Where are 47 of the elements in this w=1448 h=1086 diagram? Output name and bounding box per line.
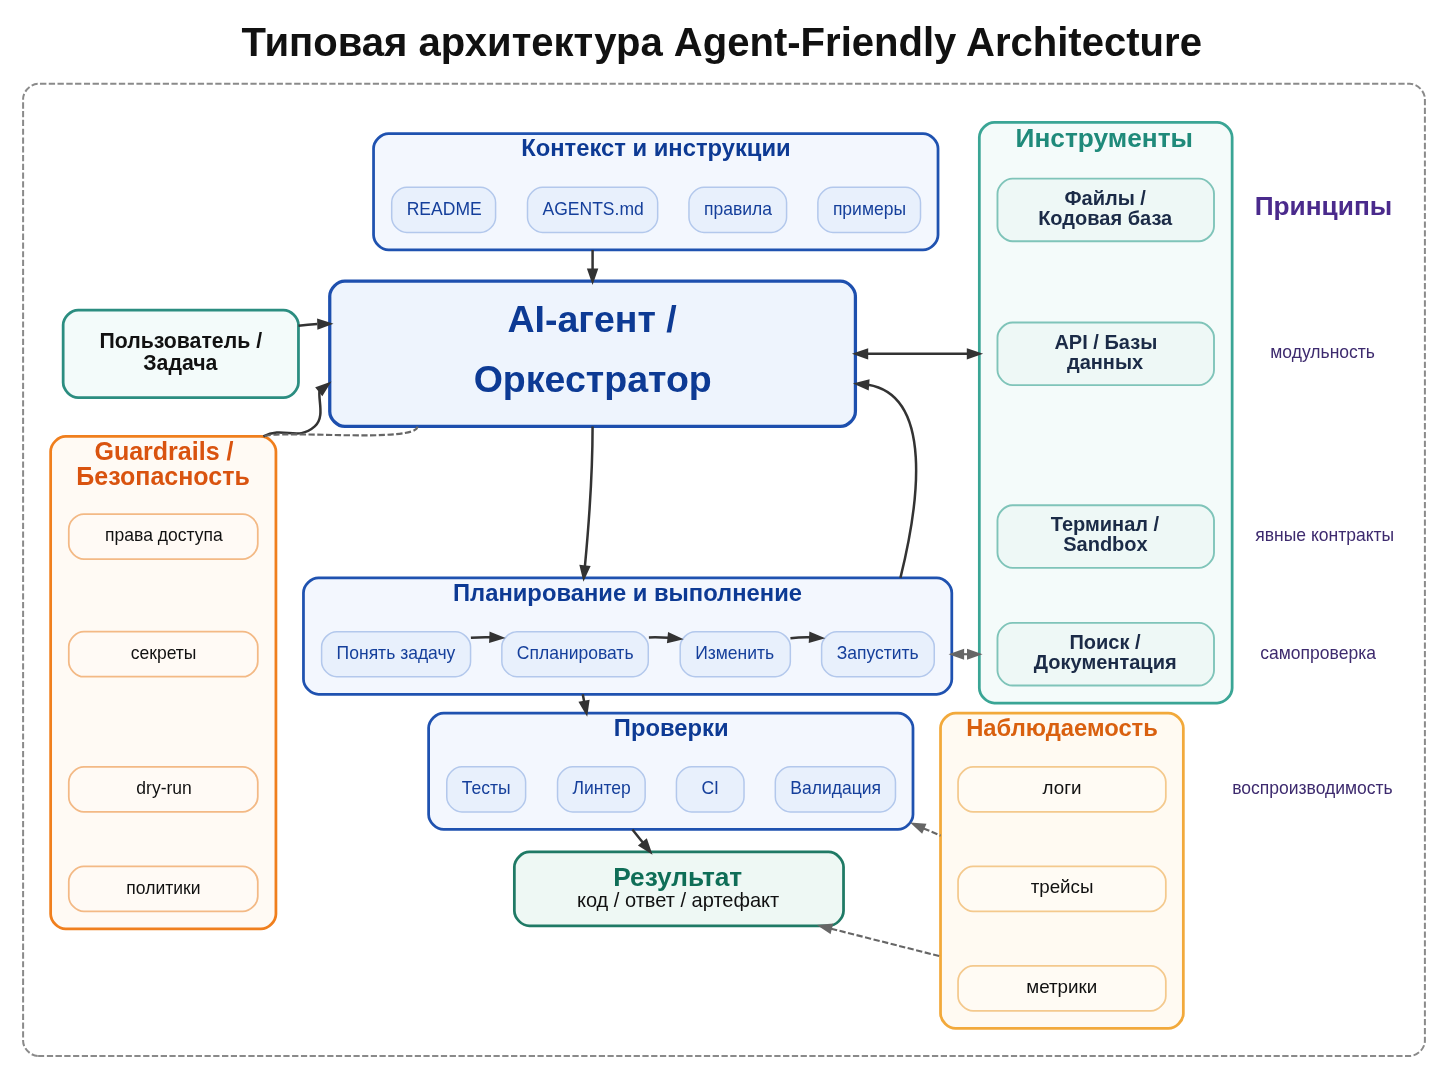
label: модульность [1270, 342, 1375, 363]
node-box: Результат код / ответ / артефакт [513, 850, 845, 928]
arrow [470, 631, 506, 644]
arrow [262, 381, 332, 438]
arrow [648, 632, 684, 644]
node-box: логи [957, 766, 1167, 813]
node-box: API / Базы данных [996, 321, 1215, 387]
label: воспроизводимость [1232, 778, 1393, 799]
node-box: Поиск / Документация [996, 622, 1215, 687]
node-box: Запустить [820, 630, 935, 678]
diagram-title: Типовая архитектура Agent-Friendly Architecture [241, 19, 1202, 64]
label: самопроверка [1260, 642, 1376, 663]
arrow [948, 648, 983, 660]
cluster [22, 82, 1426, 1057]
label: Принципы [1254, 191, 1393, 222]
node-box: Валидация [774, 766, 897, 813]
arrow [816, 923, 941, 958]
arrow [852, 379, 918, 579]
arrow [579, 426, 594, 582]
arrow [586, 249, 599, 285]
node-box: Пользователь / Задача [61, 308, 300, 399]
node-box: секреты [67, 630, 259, 678]
node-box: Линтер [556, 766, 646, 813]
node-box: Файлы / Кодовая база [996, 177, 1215, 243]
node-box: метрики [957, 965, 1167, 1012]
node-box: Терминал / Sandbox [996, 504, 1215, 569]
node-box: правила [688, 186, 788, 234]
node-box: трейсы [957, 865, 1167, 913]
node-box: примеры [817, 186, 922, 234]
node-box: AGENTS.md [526, 186, 659, 234]
label: явные контракты [1255, 525, 1395, 546]
node-box: политики [67, 865, 259, 913]
arrow [631, 828, 653, 855]
arrow [910, 822, 941, 837]
connector [263, 425, 419, 438]
arrow [298, 318, 334, 330]
node-box: Понять задачу [320, 630, 472, 678]
node-box: Тесты [446, 766, 527, 813]
node-box: AI-агент / Оркестратор [328, 279, 858, 429]
node-box: README [390, 186, 497, 234]
node-box: Спланировать [501, 630, 650, 678]
arrow [851, 348, 984, 360]
node-box: dry-run [67, 766, 259, 813]
node-box: Изменить [679, 630, 792, 678]
arrow [790, 631, 826, 643]
node-box: CI [675, 766, 745, 813]
node-box: права доступа [67, 513, 259, 560]
